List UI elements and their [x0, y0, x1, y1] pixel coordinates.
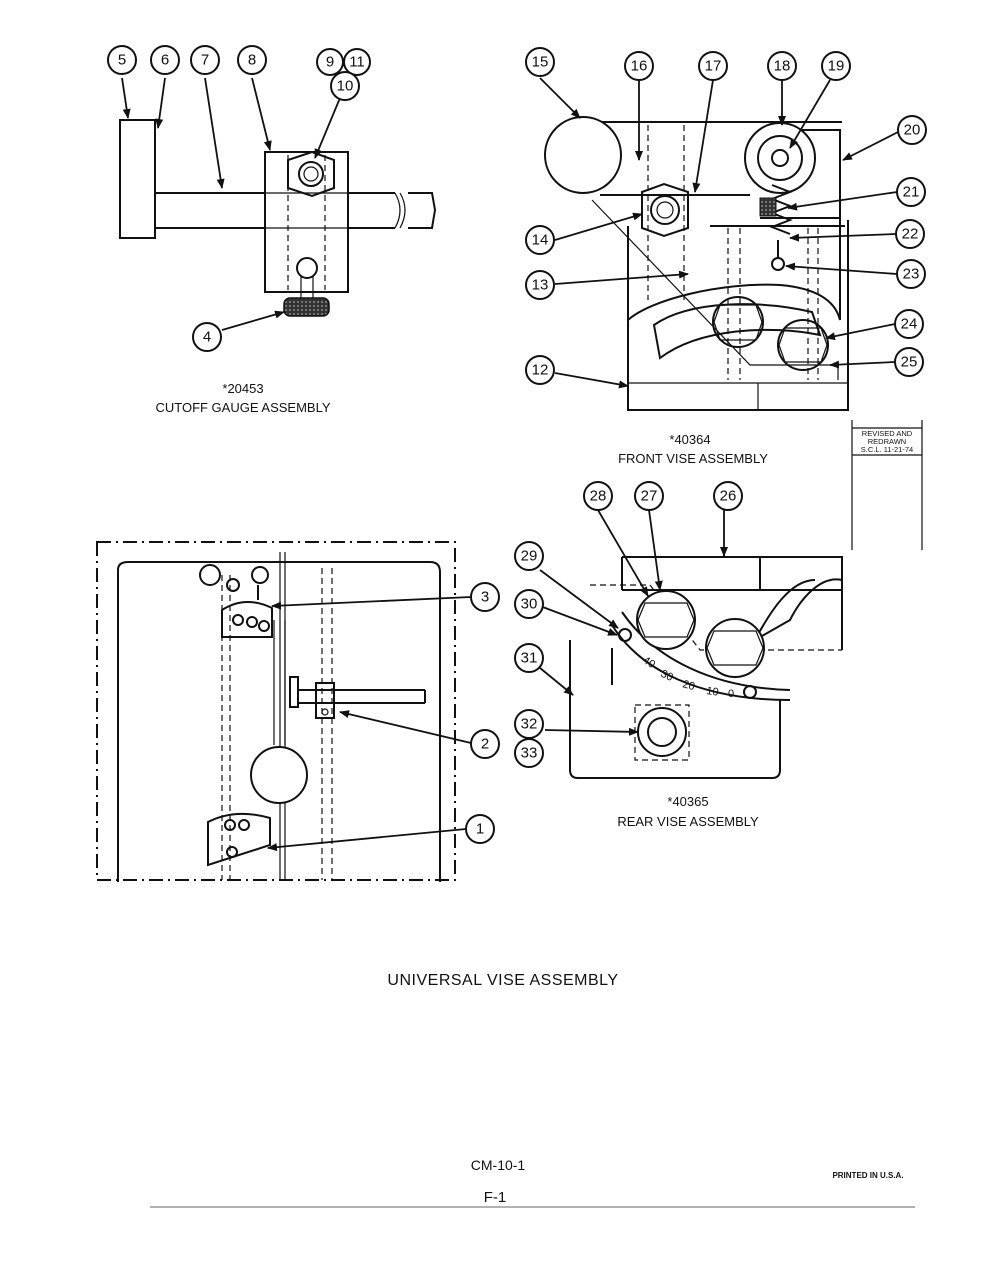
vise-main-view-drawing: [96, 541, 456, 882]
front-vise-assembly-drawing: [544, 116, 849, 411]
svg-text:31: 31: [521, 650, 538, 667]
callout-13: 13: [525, 270, 555, 300]
callout-20: 20: [897, 115, 927, 145]
scale-tick-30: 30: [659, 668, 675, 684]
cutoff-assembly-title: CUTOFF GAUGE ASSEMBLY: [155, 400, 330, 415]
callout-9: 9: [316, 48, 344, 76]
svg-text:14: 14: [532, 232, 549, 249]
front-assembly-number: *40364: [669, 432, 710, 447]
rear-vise-assembly-drawing: [569, 556, 843, 779]
svg-text:24: 24: [901, 316, 918, 333]
callout-30: 30: [514, 589, 544, 619]
scale-tick-0: 0: [728, 688, 734, 700]
svg-text:32: 32: [521, 716, 538, 733]
callout-4: 4: [192, 322, 222, 352]
revision-block: REVISED AND REDRAWN S.C.L. 11-21-74: [851, 420, 923, 550]
svg-text:26: 26: [720, 488, 737, 505]
leader-arrows: [121, 77, 899, 852]
main-title: UNIVERSAL VISE ASSEMBLY: [387, 972, 618, 989]
callout-31: 31: [514, 643, 544, 673]
callout-3: 3: [470, 582, 500, 612]
rear-assembly-number: *40365: [667, 794, 708, 809]
callout-29: 29: [514, 541, 544, 571]
callout-24: 24: [894, 309, 924, 339]
svg-text:29: 29: [521, 548, 538, 565]
callout-7: 7: [190, 45, 220, 75]
scale-tick-20: 20: [681, 678, 696, 693]
page-number: F-1: [484, 1189, 507, 1206]
callout-16: 16: [624, 51, 654, 81]
callout-22: 22: [895, 219, 925, 249]
svg-text:18: 18: [774, 58, 791, 75]
svg-text:30: 30: [521, 596, 538, 613]
callout-2: 2: [470, 729, 500, 759]
svg-text:22: 22: [902, 226, 919, 243]
callout-6: 6: [150, 45, 180, 75]
svg-text:11: 11: [349, 54, 365, 71]
callout-33: 33: [514, 738, 544, 768]
svg-text:2: 2: [481, 736, 489, 753]
revision-line-2: REDRAWN: [868, 437, 906, 446]
svg-text:15: 15: [532, 54, 549, 71]
svg-text:23: 23: [903, 266, 920, 283]
callout-8: 8: [237, 45, 267, 75]
front-assembly-title: FRONT VISE ASSEMBLY: [618, 451, 768, 466]
scale-tick-40: 40: [640, 654, 657, 671]
callout-23: 23: [896, 259, 926, 289]
callout-32: 32: [514, 709, 544, 739]
svg-text:4: 4: [203, 329, 211, 346]
svg-text:19: 19: [828, 58, 845, 75]
svg-text:27: 27: [641, 488, 658, 505]
callout-17: 17: [698, 51, 728, 81]
callout-18: 18: [767, 51, 797, 81]
revision-line-3: S.C.L. 11-21-74: [861, 445, 913, 454]
svg-text:21: 21: [903, 184, 920, 201]
callout-15: 15: [525, 47, 555, 77]
callout-14: 14: [525, 225, 555, 255]
callout-26: 26: [713, 481, 743, 511]
svg-text:16: 16: [631, 58, 648, 75]
callout-12: 12: [525, 355, 555, 385]
svg-text:3: 3: [481, 589, 489, 606]
svg-text:6: 6: [161, 52, 169, 69]
svg-text:1: 1: [476, 821, 484, 838]
svg-text:7: 7: [201, 52, 209, 69]
callout-11: 11: [343, 48, 371, 76]
svg-text:28: 28: [590, 488, 607, 505]
svg-text:10: 10: [337, 78, 354, 95]
cutoff-assembly-number: *20453: [222, 381, 263, 396]
svg-text:8: 8: [248, 52, 256, 69]
svg-text:12: 12: [532, 362, 549, 379]
svg-text:33: 33: [521, 745, 538, 762]
rear-vise-angle-scale: 40 30 20 10 0: [640, 654, 734, 700]
svg-text:20: 20: [904, 122, 921, 139]
svg-text:17: 17: [705, 58, 722, 75]
callout-28: 28: [583, 481, 613, 511]
svg-text:13: 13: [532, 277, 549, 294]
revision-line-1: REVISED AND: [862, 429, 913, 438]
svg-text:9: 9: [326, 54, 334, 71]
svg-text:5: 5: [118, 52, 126, 69]
svg-text:25: 25: [901, 354, 918, 371]
rear-assembly-title: REAR VISE ASSEMBLY: [617, 814, 759, 829]
callout-5: 5: [107, 45, 137, 75]
scale-tick-10: 10: [706, 685, 720, 699]
printed-in-usa: PRINTED IN U.S.A.: [832, 1171, 903, 1180]
callout-19: 19: [821, 51, 851, 81]
callout-21: 21: [896, 177, 926, 207]
cutoff-gauge-assembly-drawing: [119, 119, 437, 317]
callout-1: 1: [465, 814, 495, 844]
callout-25: 25: [894, 347, 924, 377]
callout-27: 27: [634, 481, 664, 511]
doc-code: CM-10-1: [471, 1157, 526, 1173]
callout-10: 10: [330, 71, 360, 101]
